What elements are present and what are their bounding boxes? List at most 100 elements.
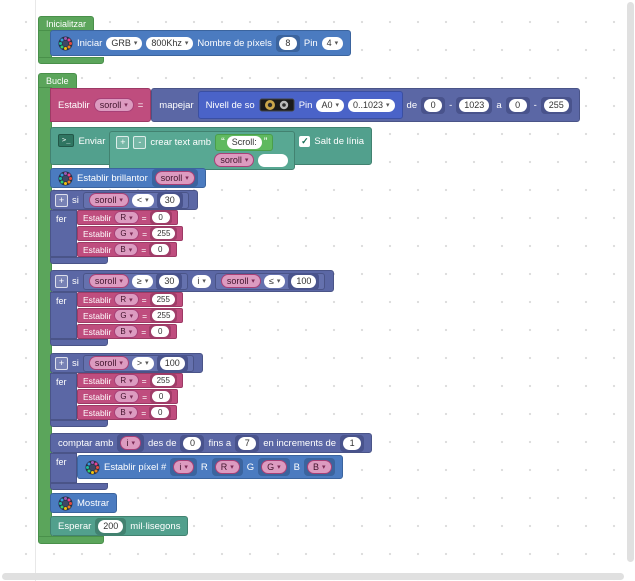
set-r-block[interactable]: Establir R = 255 (77, 292, 183, 307)
loop-bottom-cap (38, 536, 104, 544)
color-variable-dropdown[interactable]: R (114, 293, 139, 306)
count-to-field[interactable]: 7 (238, 436, 257, 450)
value-field[interactable]: 0 (151, 244, 170, 255)
string-block[interactable]: “ Scroll: ” (215, 134, 274, 151)
map-from-high-field[interactable]: 1023 (459, 98, 490, 112)
expand-if-button[interactable]: + (55, 274, 68, 288)
map-to-low-field[interactable]: 0 (508, 98, 527, 112)
color-variable-dropdown[interactable]: R (114, 211, 139, 224)
index-variable-dropdown[interactable]: i (173, 460, 194, 474)
empty-text-field[interactable] (258, 153, 289, 167)
set-g-block[interactable]: Establir G = 255 (77, 226, 184, 241)
count-with-block[interactable]: comptar amb i des de 0 fins a 7 en incre… (50, 433, 373, 453)
wait-value-field[interactable]: 200 (98, 519, 124, 533)
show-block[interactable]: Mostrar (50, 493, 118, 513)
variable-dropdown-soroll[interactable]: soroll (93, 98, 134, 112)
map-block[interactable]: mapejar Nivell de so Pin A0 0..1023 de 0… (151, 88, 580, 122)
sensor-pin-dropdown[interactable]: A0 (316, 98, 344, 112)
horizontal-scrollbar[interactable] (2, 573, 624, 580)
color-variable-dropdown[interactable]: G (114, 390, 140, 403)
value-field[interactable]: 255 (151, 294, 175, 305)
if-block-3[interactable]: + si soroll > 100 (50, 353, 203, 373)
set-r-block[interactable]: Establir R = 0 (77, 210, 178, 225)
color-variable-dropdown[interactable]: R (114, 374, 139, 387)
variable-dropdown-soroll[interactable]: soroll (214, 153, 255, 167)
value-field[interactable]: 255 (152, 228, 176, 239)
pin-dropdown[interactable]: 4 (321, 36, 344, 50)
threshold-field[interactable]: 100 (291, 274, 317, 288)
set-pixel-block[interactable]: Establir píxel # i R R G G B B (77, 455, 343, 479)
value-field[interactable]: 0 (151, 407, 170, 418)
if-block-1[interactable]: + si soroll < 30 (50, 190, 198, 210)
count-from-field[interactable]: 0 (183, 436, 202, 450)
value-field[interactable]: 255 (152, 310, 176, 321)
threshold-field[interactable]: 100 (159, 356, 185, 370)
color-variable-dropdown[interactable]: G (114, 227, 140, 240)
operator-dropdown[interactable]: > (131, 356, 154, 370)
variable-dropdown[interactable]: soroll (220, 274, 261, 288)
map-from-low-field[interactable]: 0 (424, 98, 443, 112)
comparison-block[interactable]: soroll < 30 (82, 191, 189, 209)
expand-if-button[interactable]: + (55, 356, 68, 370)
set-b-block[interactable]: Establir B = 0 (77, 324, 178, 339)
expand-if-button[interactable]: + (55, 193, 68, 207)
value-slot: 255 (150, 309, 178, 322)
operator-dropdown[interactable]: < (131, 193, 154, 207)
value-field[interactable]: 255 (151, 375, 175, 386)
equals-label: = (142, 310, 148, 321)
g-variable-dropdown[interactable]: G (261, 460, 287, 474)
serial-print-block[interactable]: >_ Enviar + - crear text amb “ Scroll: ”… (50, 127, 373, 170)
if-block-2[interactable]: + si soroll ≥ 30 i soroll ≤ 100 (50, 270, 335, 292)
value-field[interactable]: 0 (151, 212, 170, 223)
operator-dropdown[interactable]: ≤ (263, 274, 286, 288)
add-item-button[interactable]: + (116, 136, 130, 149)
string-value-field[interactable]: Scroll: (226, 136, 262, 149)
pixel-b-slot: B (303, 458, 335, 476)
map-to-high-field[interactable]: 255 (543, 98, 569, 112)
color-variable-dropdown[interactable]: B (114, 243, 139, 256)
pixels-value-field[interactable]: 8 (278, 36, 297, 50)
wait-block[interactable]: Esperar 200 mil·lisegons (50, 516, 189, 536)
count-to-slot: 7 (235, 434, 260, 452)
variable-dropdown[interactable]: soroll (88, 356, 129, 370)
variable-dropdown[interactable]: soroll (88, 193, 129, 207)
color-order-dropdown[interactable]: GRB (106, 36, 143, 50)
variable-dropdown-soroll[interactable]: soroll (154, 171, 195, 185)
value-field[interactable]: 0 (151, 326, 170, 337)
variable-dropdown[interactable]: soroll (88, 274, 129, 288)
neopixel-init-block[interactable]: Iniciar GRB 800Khz Nombre de píxels 8 Pi… (50, 30, 352, 56)
color-variable-dropdown[interactable]: B (114, 325, 139, 338)
remove-item-button[interactable]: - (133, 136, 147, 149)
comparison-block[interactable]: soroll ≤ 100 (214, 272, 326, 290)
b-variable-dropdown[interactable]: B (306, 460, 332, 474)
comparison-block[interactable]: soroll > 100 (82, 354, 194, 372)
count-step-field[interactable]: 1 (343, 436, 362, 450)
set-g-block[interactable]: Establir G = 255 (77, 308, 184, 323)
r-variable-dropdown[interactable]: R (214, 460, 240, 474)
set-brightness-block[interactable]: Establir brillantor soroll (50, 168, 206, 188)
set-r-block[interactable]: Establir R = 255 (77, 373, 183, 388)
newline-checkbox[interactable] (299, 136, 311, 147)
comparison-block[interactable]: soroll ≥ 30 (82, 272, 189, 290)
vertical-scrollbar[interactable] (627, 2, 634, 562)
sound-sensor-block[interactable]: Nivell de so Pin A0 0..1023 (197, 91, 403, 119)
threshold-field[interactable]: 30 (159, 274, 180, 288)
value-field[interactable]: 0 (152, 391, 171, 402)
logic-operator-dropdown[interactable]: i (192, 274, 211, 288)
color-variable-dropdown[interactable]: B (114, 406, 139, 419)
open-quote: “ (221, 136, 225, 148)
threshold-field[interactable]: 30 (159, 193, 180, 207)
set-variable-block[interactable]: Establir soroll = (50, 88, 152, 122)
value-slot: 255 (150, 227, 178, 240)
color-variable-dropdown[interactable]: G (114, 309, 140, 322)
sensor-range-dropdown[interactable]: 0..1023 (347, 98, 395, 112)
set-g-block[interactable]: Establir G = 0 (77, 389, 179, 404)
set-b-block[interactable]: Establir B = 0 (77, 242, 178, 257)
operator-dropdown[interactable]: ≥ (131, 274, 154, 288)
frequency-dropdown[interactable]: 800Khz (146, 36, 194, 50)
set-b-block[interactable]: Establir B = 0 (77, 405, 178, 420)
counter-variable-dropdown[interactable]: i (120, 436, 141, 450)
create-text-block[interactable]: + - crear text amb “ Scroll: ” soroll (109, 131, 296, 170)
set-label: Establir (83, 391, 112, 402)
